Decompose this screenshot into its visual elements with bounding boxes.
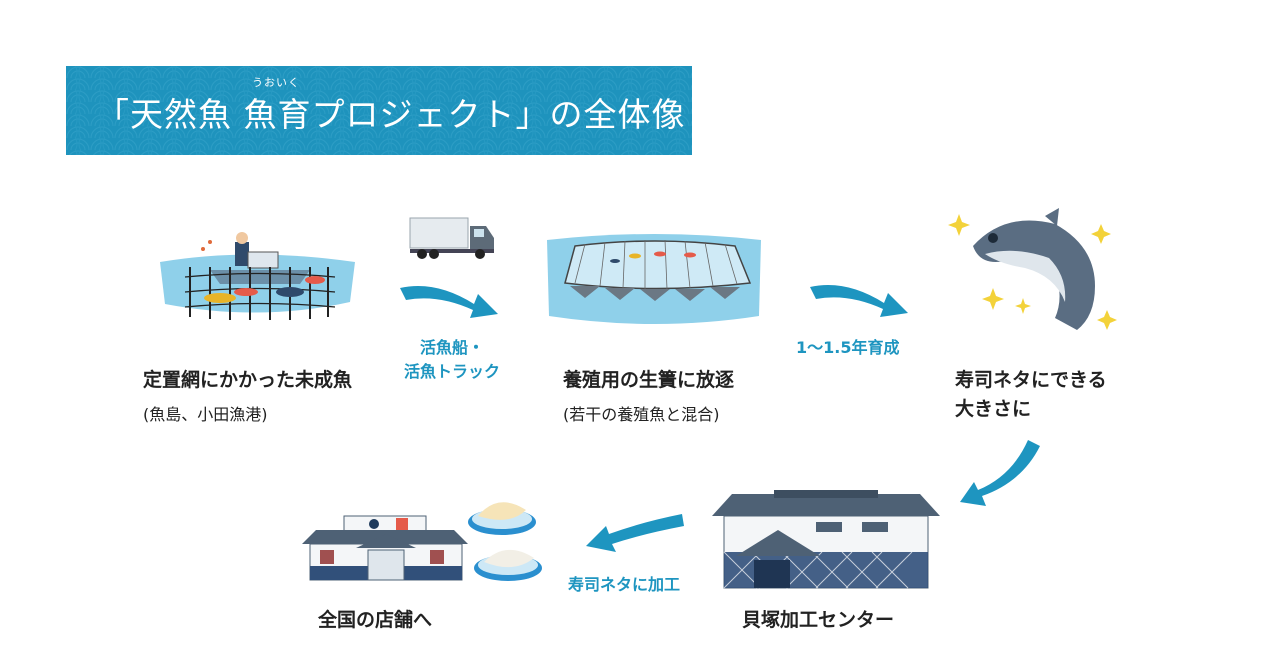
title-ruby: うおいく: [252, 76, 300, 89]
restaurant-sushi-illustration: [302, 502, 542, 581]
step-sub-release-pen: (若干の養殖魚と混合): [563, 405, 720, 424]
arrow-left-icon: [586, 514, 684, 552]
truck-icon: [409, 217, 494, 259]
arrow-right-icon: [810, 285, 908, 317]
transition-transport-line2: 活魚トラック: [403, 362, 500, 381]
fishing-boat-net-illustration: [160, 232, 355, 320]
step-sub-caught-fish: (魚島、小田漁港): [143, 405, 268, 424]
page-title: 「天然魚 魚育プロジェクト」の全体像: [96, 95, 686, 134]
processing-center-illustration: [712, 490, 940, 589]
title-banner: [66, 66, 692, 155]
step-label-release-pen: 養殖用の生簀に放逐: [563, 369, 735, 391]
transition-transport: 活魚船・ 活魚トラック: [396, 336, 508, 384]
wave-pattern-icon: [66, 66, 692, 155]
step-label-stores: 全国の店舗へ: [318, 609, 433, 631]
transition-growth: 1〜1.5年育成: [796, 338, 900, 357]
step-label-caught-fish: 定置網にかかった未成魚: [143, 369, 353, 391]
arrow-right-icon: [400, 286, 498, 318]
transition-process: 寿司ネタに加工: [568, 575, 681, 594]
transition-transport-line1: 活魚船・: [419, 338, 484, 357]
fish-pen-illustration: [547, 234, 761, 324]
step-label-sushi-size-line2: 大きさに: [955, 398, 1032, 420]
arrow-down-left-icon: [960, 440, 1040, 506]
grown-fish-illustration: [948, 208, 1117, 330]
step-label-sushi-size-line1: 寿司ネタにできる: [955, 369, 1107, 391]
step-label-processing-center: 貝塚加工センター: [742, 609, 895, 631]
